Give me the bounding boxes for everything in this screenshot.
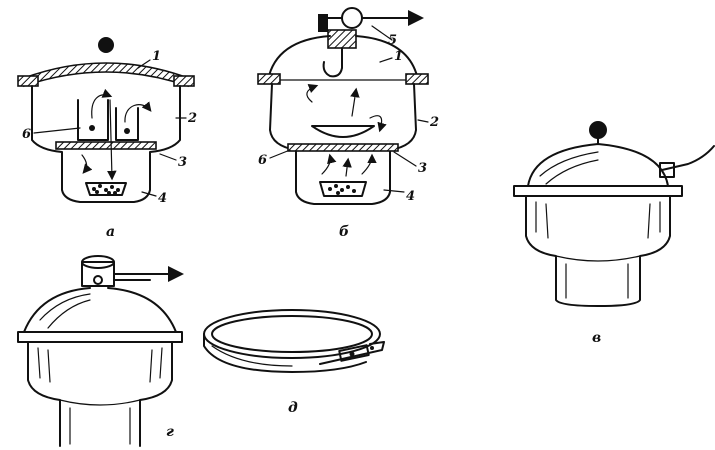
lid [23,62,189,88]
figure-a-label-4: 4 [158,191,167,206]
figure-a-desiccator-section: 1 2 3 4 6 а [17,37,197,240]
figure-d-clamp-ring: д [203,309,385,416]
porcelain-plate [55,141,157,150]
figure-b-label-2: 2 [429,115,439,130]
figure-b-label-4: 4 [406,189,415,204]
figure-g-caption: г [166,424,174,440]
figure-b-vacuum-desiccator-section: 5 1 2 3 4 6 б [257,7,439,240]
figure-a-label-6: 6 [22,127,31,142]
stopcock [327,29,357,49]
figure-a-label-3: 3 [178,155,187,170]
figure-b-caption: б [339,224,349,240]
lid-knob-icon [98,37,114,53]
figure-a-label-2: 2 [187,111,197,126]
figure-b-label-1: 1 [394,49,403,64]
figure-g-vacuum-desiccator-exterior: г [17,255,184,447]
figure-a-label-1: 1 [152,49,161,64]
figure-d-caption: д [288,400,298,416]
porcelain-plate [287,143,399,152]
lid-knob-icon [589,121,607,139]
figure-b-label-5: 5 [388,33,397,48]
evaporating-dish [311,125,375,138]
figure-b-label-6: 6 [258,153,267,168]
figure-a-caption: а [106,224,115,240]
figure-v-caption: в [592,330,601,346]
figure-b-label-3: 3 [418,161,427,176]
figure-v-desiccator-exterior: в [513,121,715,346]
